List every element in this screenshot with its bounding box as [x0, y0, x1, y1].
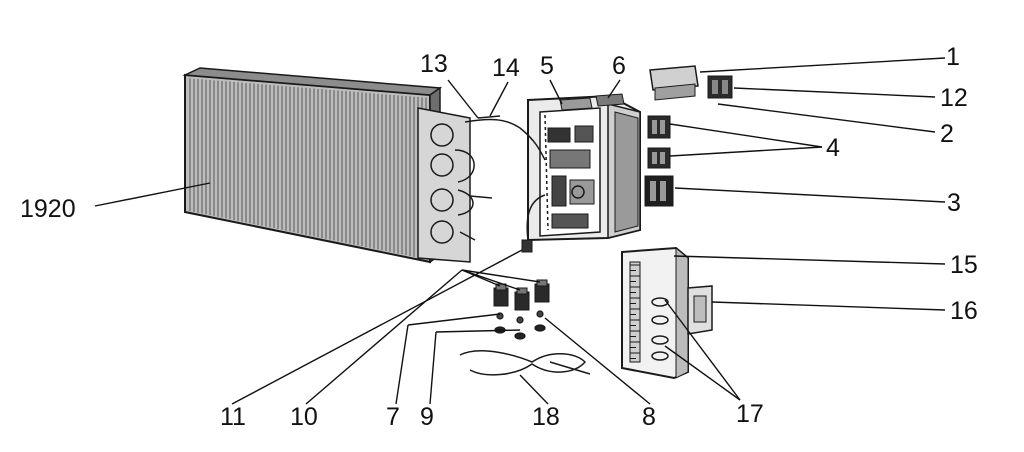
- wire-harness: [459, 350, 591, 376]
- callout-8: 8: [642, 403, 656, 431]
- callout-17: 17: [736, 400, 764, 428]
- callout-9: 9: [420, 403, 434, 431]
- callout-11: 11: [220, 403, 246, 431]
- callout-15: 15: [950, 251, 978, 279]
- coil-assembly: [182, 67, 493, 264]
- callout-2: 2: [940, 120, 954, 148]
- callout-6: 6: [612, 52, 626, 80]
- terminal-cover: [649, 65, 699, 101]
- callout-14: 14: [492, 54, 520, 82]
- callout-5: 5: [540, 52, 554, 80]
- callout-4: 4: [826, 134, 840, 162]
- callout-1920: 1920: [20, 195, 76, 223]
- switch-12: [707, 75, 733, 99]
- callout-12: 12: [940, 84, 968, 112]
- relay-4a: [647, 115, 671, 139]
- contactor-3: [644, 175, 674, 207]
- relay-4b: [647, 147, 671, 169]
- callout-16: 16: [950, 297, 978, 325]
- sensor-wire: [526, 194, 546, 241]
- knobs-and-screws: [493, 279, 550, 340]
- control-panel: [621, 246, 713, 380]
- control-box: [527, 93, 641, 242]
- callout-18: 18: [532, 403, 560, 431]
- callout-3: 3: [947, 189, 961, 217]
- callout-10: 10: [290, 403, 318, 431]
- capillary-tube: [464, 118, 546, 161]
- leader-lines: [94, 57, 946, 405]
- callout-labels: 1 12 2 4 3 15 16 17 13 14 5 6 1920 11 10…: [20, 43, 978, 431]
- callout-13: 13: [420, 50, 448, 78]
- callout-7: 7: [386, 403, 400, 431]
- callout-1: 1: [946, 43, 960, 71]
